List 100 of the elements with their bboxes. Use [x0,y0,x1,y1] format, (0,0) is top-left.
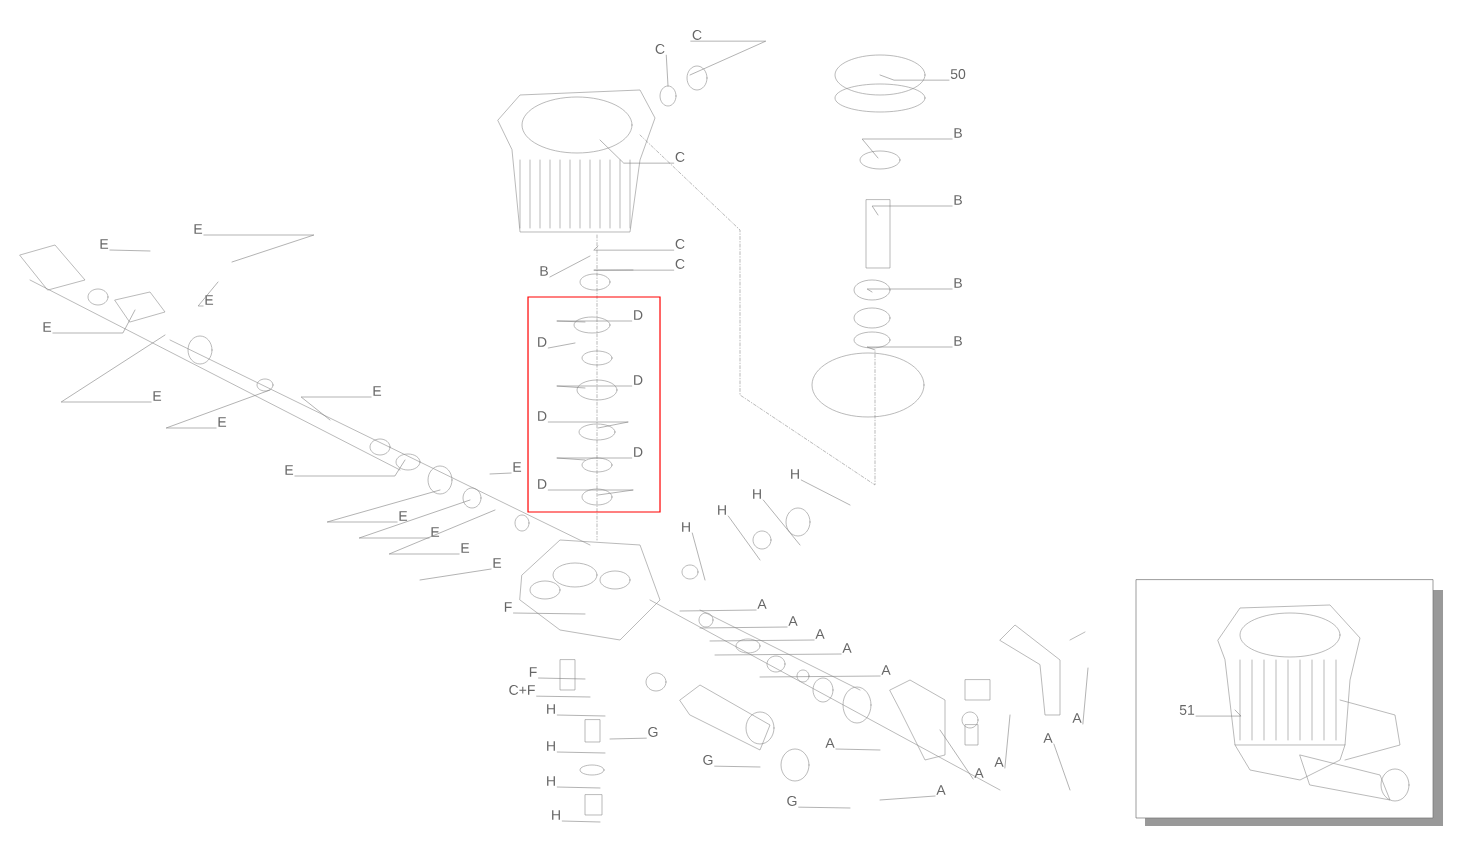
leader-line [547,342,576,349]
callout-letter: A [842,643,852,653]
callout-letter: A [1043,733,1053,743]
callout-letter: H [547,741,555,751]
callout-letter: A [974,768,984,778]
callout-letter: E [373,386,382,396]
leader-line [714,653,842,656]
leader-line [835,748,881,751]
leader-line [538,677,586,680]
leader-line [691,532,706,581]
callout-letter: C [675,152,685,162]
leader-line [665,54,669,87]
callout-letter: B [954,128,962,138]
callout-letter: E [285,465,294,475]
callout-letter: E [513,462,522,472]
callout-letter: C [692,30,702,40]
callout-letter: E [431,527,440,537]
leader-line [358,499,471,539]
leader-line [599,139,675,164]
leader-line [556,751,606,754]
callout-letter: B [540,266,548,276]
leader-line [609,737,647,740]
leader-line [556,385,633,389]
callout-letter: A [1072,713,1082,723]
callout-letter: G [787,796,797,806]
leader-line [556,786,601,789]
callout-letter: E [461,543,470,553]
leader-line [709,639,815,642]
callout-letter: H [547,704,555,714]
callout-letter: F [504,602,512,612]
callout-letter: B [954,278,962,288]
leader-line [798,806,851,809]
leader-line [759,675,881,678]
leader-line [556,714,606,717]
leader-line [879,795,936,801]
leader-line [699,626,788,629]
leader-line [165,389,271,429]
callout-letter: F [529,667,537,677]
leader-line [109,249,151,252]
leader-line [679,609,757,612]
callout-letter: G [648,727,658,737]
leader-line [861,138,953,159]
leader-line [561,820,601,823]
callout-letter: D [634,375,643,385]
callout-letter: A [994,757,1004,767]
callout-letter: E [43,322,52,332]
callout-letter: D [538,411,547,421]
leader-line [197,281,219,307]
callout-letter: D [538,337,547,347]
leader-line [536,695,591,698]
callout-letter: G [703,755,713,765]
leader-line [689,40,767,76]
callout-letter: D [538,479,547,489]
leader-line [593,269,675,271]
leader-line [203,234,315,263]
leader-line [727,515,761,561]
callout-letter: E [218,417,227,427]
leader-line [1004,714,1011,769]
leader-line [879,74,950,81]
callout-letter: A [881,665,891,675]
callout-letter: B [954,336,962,346]
leader-line [326,489,441,523]
leader-line [866,288,953,293]
callout-letter: C [655,44,665,54]
leader-line [939,729,974,780]
leader-line [294,459,406,477]
callout-letter: E [205,295,214,305]
leader-line [593,245,675,251]
callout-letter: H [682,522,690,532]
callout-letter: H [753,489,761,499]
leader-line [547,489,634,496]
callout-letter: H [552,810,560,820]
callout-letter: C [675,259,685,269]
callout-letter: E [153,391,162,401]
callout-letter: D [634,310,643,320]
callout-letter: 51 [1179,705,1195,715]
leader-line [549,255,591,278]
leader-line [1053,743,1071,791]
callout-letter: A [936,785,946,795]
callout-letter: A [788,616,798,626]
callout-letter: E [100,239,109,249]
leader-line [871,205,953,216]
leader-line [300,396,372,421]
callout-letter: C+F [509,685,535,695]
callout-letter: D [634,447,643,457]
leader-line [388,509,496,555]
leader-line [1195,709,1242,717]
leader-line [489,472,512,475]
leader-line [52,309,136,334]
leader-line [419,568,492,581]
leader-line [556,320,633,323]
leader-line [547,421,629,429]
callout-letter: A [815,629,825,639]
callout-letter: E [399,511,408,521]
callout-letter: B [954,195,962,205]
callout-letter: A [757,599,767,609]
leader-line [866,346,953,351]
callout-letter: 50 [950,69,966,79]
callout-letter: H [547,776,555,786]
callout-letter: E [194,224,203,234]
